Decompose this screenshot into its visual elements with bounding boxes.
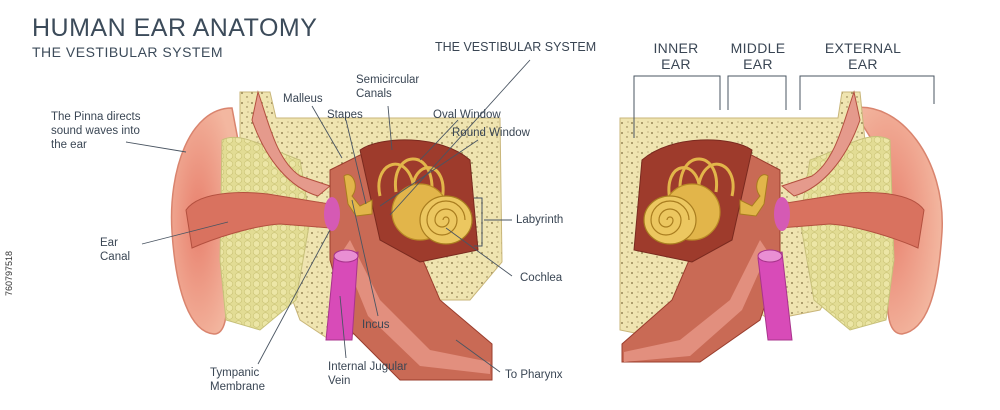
leader-ear-canal (141, 221, 229, 245)
label-cochlea: Cochlea (520, 272, 563, 284)
leader-semicircular (387, 105, 393, 151)
right-eustachian-tube (624, 240, 768, 362)
leader-stapes (345, 119, 367, 205)
right-cochlea (643, 195, 697, 245)
label-middle-ear: MIDDLE EAR (730, 40, 786, 72)
label-to-pharynx: To Pharynx (505, 369, 563, 381)
left-labyrinth-bracket (474, 197, 483, 247)
left-cochlea-spiral (426, 200, 466, 236)
right-upper-tissue (780, 90, 861, 197)
right-semicircular-canals (667, 157, 735, 201)
label-external-ear: EXTERNAL EAR (824, 40, 902, 72)
left-eustachian-tube (342, 240, 490, 374)
inner-ear-bracket (633, 75, 721, 138)
leader-round-window (379, 139, 479, 207)
leader-incus (351, 199, 379, 317)
label-round-window: Round Window (452, 127, 530, 139)
label-vestibular-system: THE VESTIBULAR SYSTEM (435, 40, 597, 54)
label-incus: Incus (362, 319, 390, 331)
left-cochlea (419, 195, 473, 245)
leader-pinna (125, 141, 187, 153)
label-tympanic-membrane: Tympanic Membrane (210, 367, 265, 393)
left-fat-tissue (219, 136, 311, 331)
right-cochlea-spiral (650, 200, 690, 236)
right-ossicles (739, 174, 769, 217)
label-stapes: Stapes (327, 109, 363, 121)
right-ear-illustration (619, 90, 943, 363)
leader-pharynx (455, 339, 501, 373)
leader-malleus (311, 105, 343, 159)
leader-lines (125, 59, 531, 373)
label-jugular-vein: Internal Jugular Vein (328, 361, 408, 387)
label-semicircular-canals: Semicircular Canals (356, 74, 420, 100)
label-pinna: The Pinna directs sound waves into the e… (51, 111, 141, 151)
label-labyrinth: Labyrinth (516, 214, 564, 226)
middle-ear-bracket (727, 75, 787, 110)
label-inner-ear: INNER EAR (653, 40, 699, 72)
label-malleus: Malleus (283, 93, 323, 105)
leader-cochlea (445, 227, 513, 277)
right-tympanic-membrane (774, 197, 790, 231)
label-oval-window: Oval Window (433, 109, 501, 121)
label-ear-canal: Ear Canal (100, 237, 131, 263)
leader-jugular (339, 295, 347, 359)
left-ear-illustration (170, 90, 503, 381)
left-upper-tissue (251, 90, 332, 197)
leader-tympanic (257, 229, 331, 365)
right-fat-tissue (799, 136, 895, 331)
left-ossicles (343, 174, 373, 217)
leader-oval-window (419, 119, 459, 161)
left-tympanic-membrane (324, 197, 340, 231)
external-ear-bracket (799, 75, 935, 110)
leader-vestibular (389, 59, 531, 216)
page-subtitle: THE VESTIBULAR SYSTEM (32, 44, 223, 60)
page-title: HUMAN EAR ANATOMY (32, 14, 318, 42)
section-brackets (633, 75, 935, 138)
